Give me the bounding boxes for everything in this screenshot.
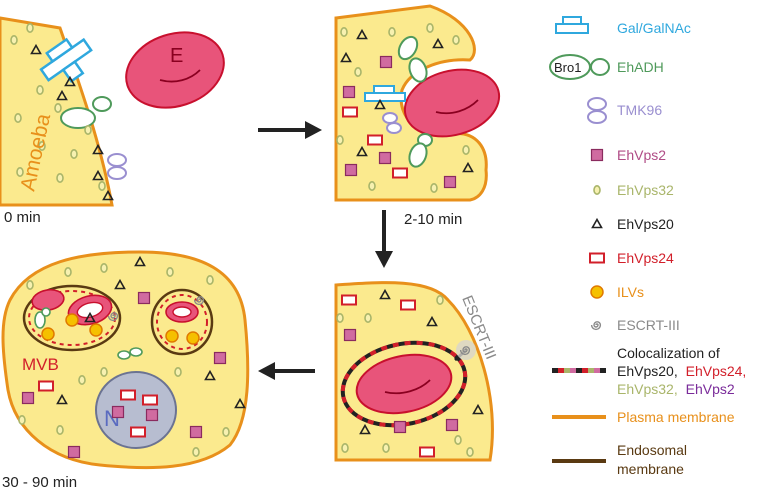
svg-text:ESCRT-III: ESCRT-III	[617, 317, 680, 333]
svg-text:EhVps32: EhVps32	[617, 182, 674, 198]
legend-ehadh: Bro1 EhADH	[549, 54, 664, 80]
erythrocyte-internalized	[355, 353, 453, 415]
panel-30-90min: N MVB 30 - 90 min	[1, 250, 250, 491]
ehadh-bro1	[34, 307, 51, 329]
gal-galnac-lectin	[39, 37, 93, 83]
panel-0min: E Amoeba 0 min	[0, 16, 225, 226]
svg-text:TMK96: TMK96	[617, 102, 662, 118]
escrt-iii-complex	[456, 340, 476, 360]
phagosome-coloc	[340, 340, 468, 428]
legend-ehvps32: EhVps32	[593, 182, 674, 198]
svg-text:EhVps20: EhVps20	[617, 216, 674, 232]
nucleus	[95, 371, 177, 449]
legend-ehvps2: EhVps2	[590, 147, 666, 163]
arrow-left	[258, 362, 315, 380]
svg-text:EhVps24: EhVps24	[617, 250, 674, 266]
svg-text:EhVps20, EhVps24,: EhVps20, EhVps24,	[617, 363, 746, 379]
svg-text:ILVs: ILVs	[617, 284, 644, 300]
bro1-protein	[60, 107, 96, 129]
time-0min: 0 min	[4, 209, 41, 226]
legend-ehvps24: EhVps24	[589, 250, 674, 266]
svg-text:EhVps32, EhVps2: EhVps32, EhVps2	[617, 381, 735, 397]
legend-plasma-membrane: Plasma membrane	[552, 409, 735, 425]
gal-galnac-lectin	[364, 85, 406, 102]
legend-colocalization: Colocalization of EhVps20, EhVps24, EhVp…	[552, 345, 746, 397]
legend-escrt: ESCRT-III	[590, 317, 680, 333]
mvb-label: MVB	[22, 355, 59, 374]
legend-ilvs: ILVs	[590, 284, 644, 300]
svg-text:Plasma membrane: Plasma membrane	[617, 409, 735, 425]
time-2-10min: 2-10 min	[404, 211, 462, 228]
svg-text:Endosomal: Endosomal	[617, 442, 687, 458]
ehadh-bro1	[397, 35, 433, 168]
svg-text:EhVps2: EhVps2	[617, 147, 666, 163]
legend-endosomal-membrane: Endosomal membrane	[552, 442, 687, 477]
legend-gal: Gal/GalNAc	[555, 16, 691, 36]
erythrocyte-label: E	[170, 45, 183, 67]
tmk96-receptor	[107, 153, 127, 180]
erythrocyte-bound	[403, 68, 501, 138]
svg-text:Gal/GalNAc: Gal/GalNAc	[617, 20, 691, 36]
time-30-90min: 30 - 90 min	[2, 474, 77, 491]
legend-tmk96: TMK96	[587, 97, 662, 124]
legend: Gal/GalNAc Bro1 EhADH TMK96 EhVps2 EhVps…	[549, 16, 746, 477]
panel-escrt: ESCRT-III	[334, 281, 499, 462]
ehadh-bro1	[117, 347, 143, 360]
ehadh-protein	[92, 96, 112, 112]
tmk96-receptor	[382, 112, 402, 134]
panel-2-10min: 2-10 min	[334, 4, 501, 228]
legend-ehvps20: EhVps20	[591, 216, 674, 232]
arrow-right	[258, 121, 322, 139]
svg-text:Colocalization of: Colocalization of	[617, 345, 720, 361]
svg-text:EhADH: EhADH	[617, 59, 664, 75]
erythrocyte	[125, 31, 225, 109]
arrow-down	[375, 210, 393, 268]
svg-text:Bro1: Bro1	[554, 60, 581, 75]
svg-text:membrane: membrane	[617, 461, 684, 477]
